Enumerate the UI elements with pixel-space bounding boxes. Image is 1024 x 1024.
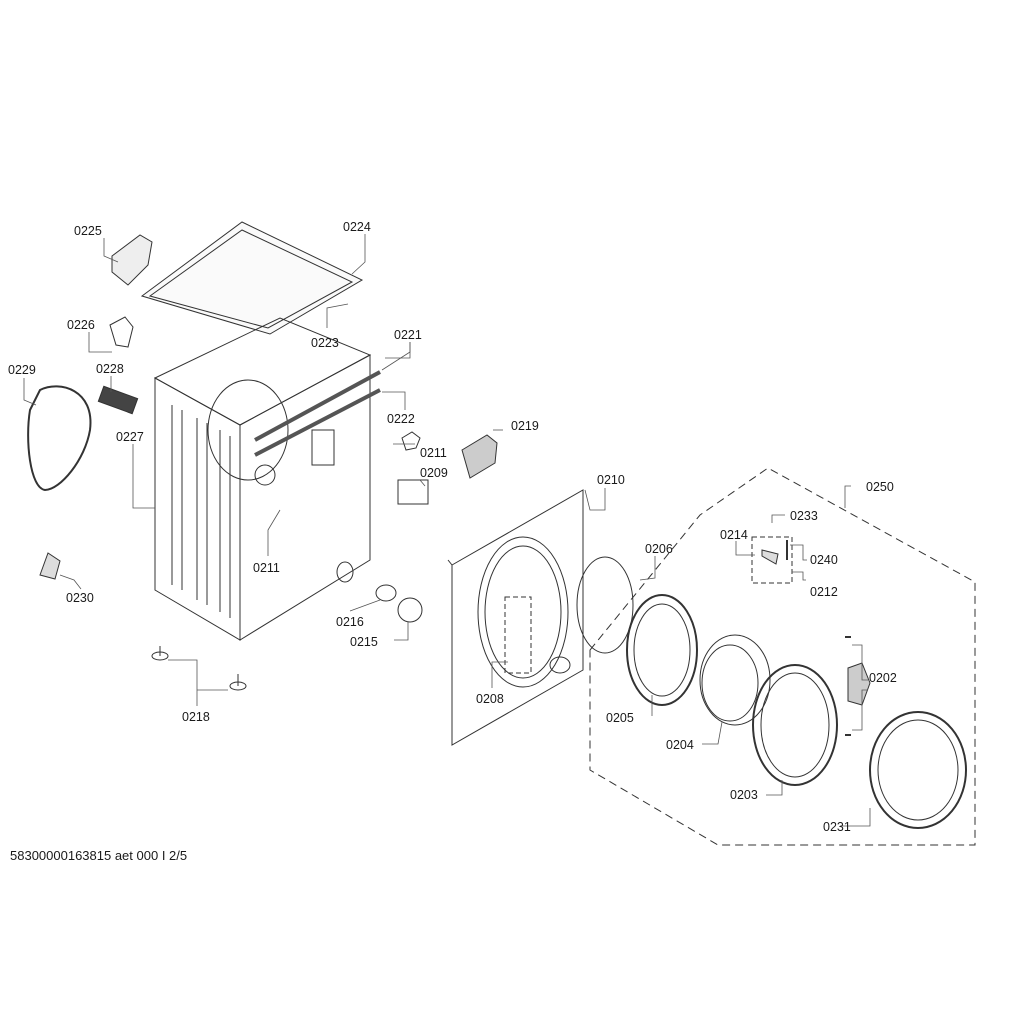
drawing-reference-footer: 58300000163815 aet 000 I 2/5 <box>10 848 188 863</box>
part-label-0214: 0214 <box>720 528 748 542</box>
part-label-0240: 0240 <box>810 553 838 567</box>
part-label-0226: 0226 <box>67 318 95 332</box>
part-label-0221: 0221 <box>394 328 422 342</box>
part-label-0230: 0230 <box>66 591 94 605</box>
part-label-0204: 0204 <box>666 738 694 752</box>
door-assembly-group-outline <box>589 467 976 846</box>
small-parts <box>27 234 498 691</box>
part-label-0229: 0229 <box>8 363 36 377</box>
part-label-0233: 0233 <box>790 509 818 523</box>
part-label-0216: 0216 <box>336 615 364 629</box>
part-label-0218: 0218 <box>182 710 210 724</box>
part-label-0227: 0227 <box>116 430 144 444</box>
part-label-0224: 0224 <box>343 220 371 234</box>
part-label-0212: 0212 <box>810 585 838 599</box>
part-label-0228: 0228 <box>96 362 124 376</box>
part-label-0225: 0225 <box>74 224 102 238</box>
part-label-0210: 0210 <box>597 473 625 487</box>
part-label-0202: 0202 <box>869 671 897 685</box>
part-label-0209: 0209 <box>420 466 448 480</box>
door-rings <box>626 594 967 829</box>
part-label-0203: 0203 <box>730 788 758 802</box>
cabinet-housing <box>153 317 381 641</box>
part-label-0208: 0208 <box>476 692 504 706</box>
part-label-0211-b: 0211 <box>253 561 280 575</box>
part-label-0219: 0219 <box>511 419 539 433</box>
front-panel <box>447 489 584 746</box>
leader-lines <box>23 234 871 827</box>
part-label-0206: 0206 <box>645 542 673 556</box>
part-label-0205: 0205 <box>606 711 634 725</box>
door-glass <box>576 556 634 654</box>
part-label-0222: 0222 <box>387 412 415 426</box>
part-label-0211: 0211 <box>420 446 447 460</box>
part-label-0223: 0223 <box>311 336 339 350</box>
top-cover <box>140 221 364 335</box>
part-label-0250: 0250 <box>866 480 894 494</box>
part-label-0231: 0231 <box>823 820 851 834</box>
part-label-0215: 0215 <box>350 635 378 649</box>
